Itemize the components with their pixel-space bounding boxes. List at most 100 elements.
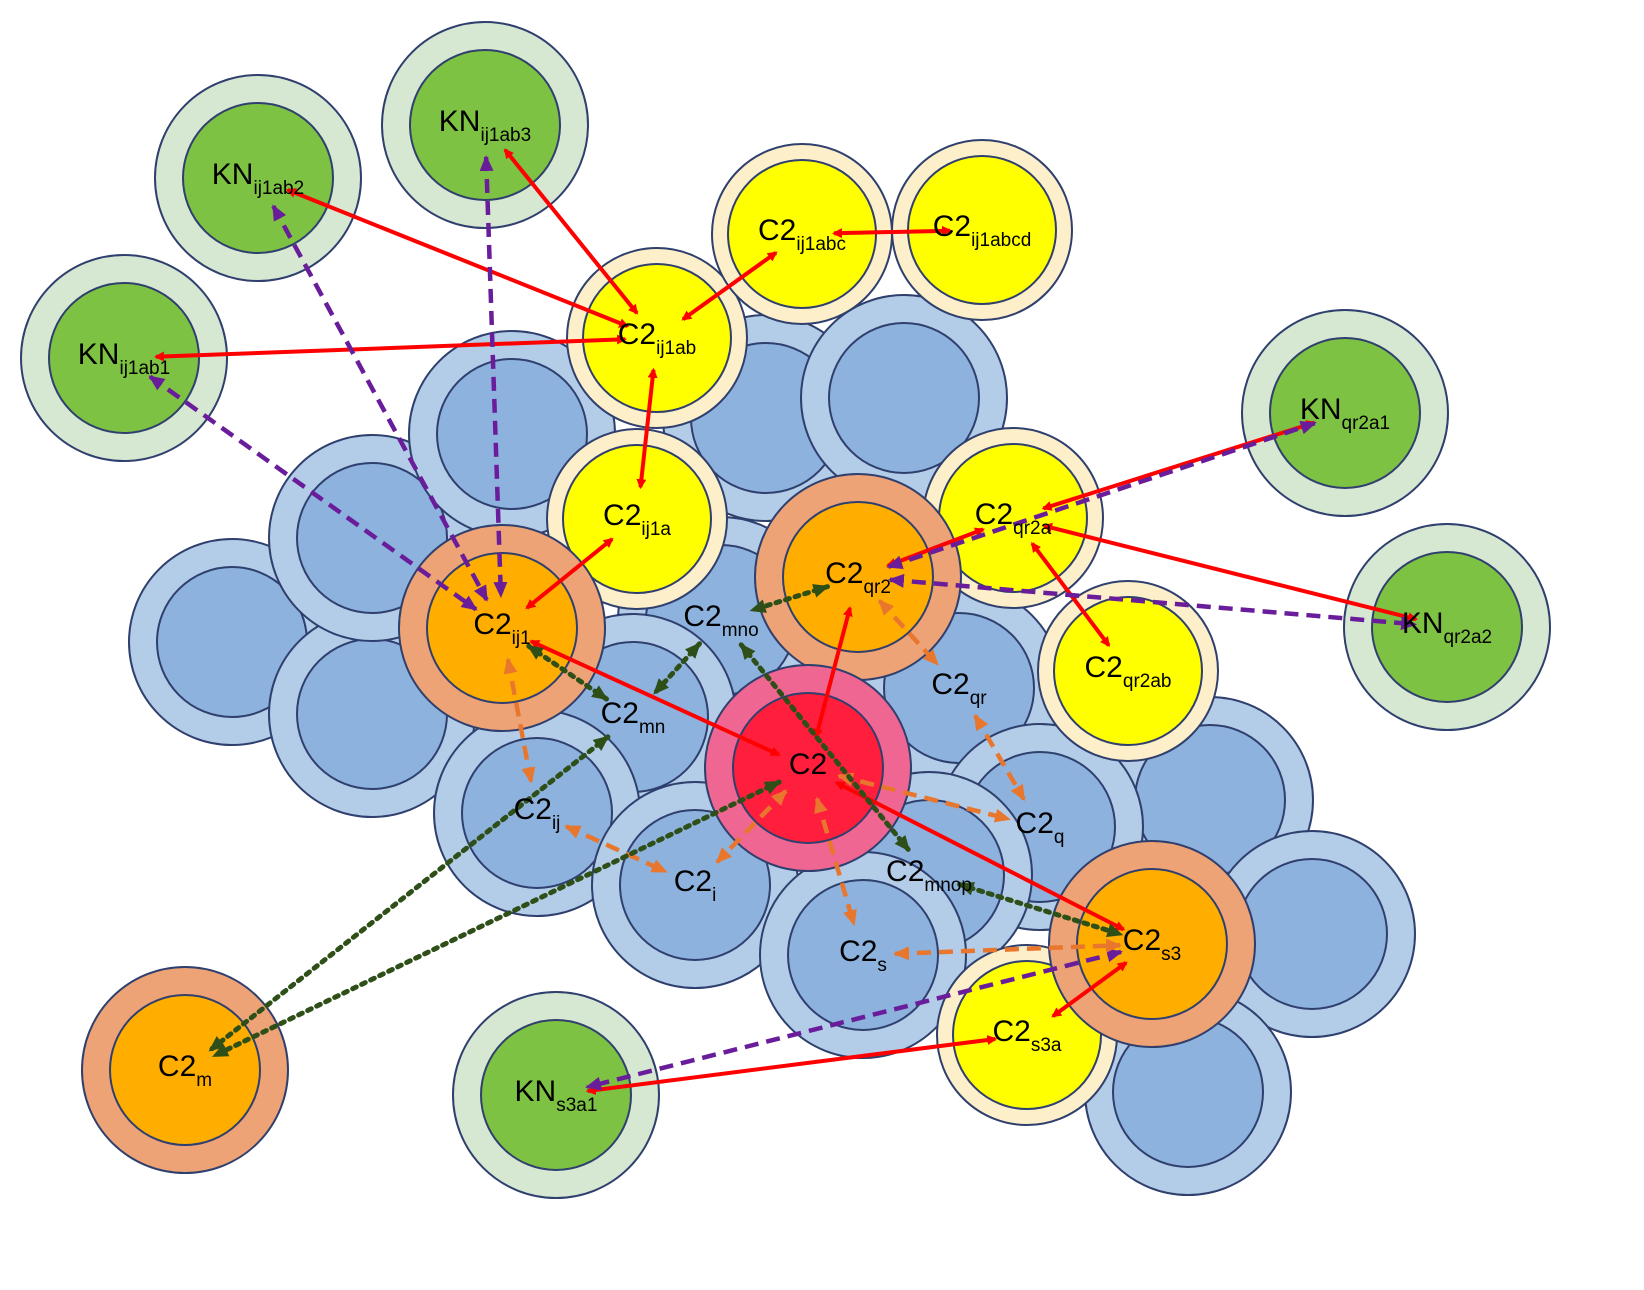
node-label-subscript: ij1: [512, 628, 531, 649]
edge-red-c2-ij1ab-to-c2-ij1abc: [681, 251, 778, 321]
node-labels: C2C2ij1C2qr2C2s3C2mC2ij1aC2ij1abC2ij1abc…: [78, 105, 1492, 1116]
node-label-c2-qr2: C2qr2: [825, 557, 891, 598]
background-cell-core: [1236, 858, 1388, 1010]
node-label-kn-ij1ab3: KNij1ab3: [439, 105, 531, 146]
edge-darkgreen-c2-to-c2-m: [211, 779, 782, 1059]
node-label-c2-ij1a: C2ij1a: [603, 499, 671, 540]
node-label-subscript: qr: [970, 688, 988, 709]
node-label-kn-qr2a2: KNqr2a2: [1402, 607, 1492, 648]
edge-darkgreen-c2-mno-to-c2-mn: [652, 641, 702, 696]
node-label-subscript: s: [877, 955, 887, 976]
edge-darkgreen-c2-qr2-to-c2-mno: [749, 584, 830, 613]
node-label-c2-s3: C2s3: [1123, 924, 1181, 965]
node-label-c2-mno: C2mno: [683, 600, 758, 641]
node-label-kn-ij1ab2: KNij1ab2: [212, 158, 304, 199]
node-label-base: KN: [212, 158, 254, 191]
node-label-base: KN: [1300, 393, 1342, 426]
edge-red-c2-ij1abc-to-c2-ij1abcd: [832, 225, 952, 239]
node-label-c2-ij1ab: C2ij1ab: [618, 318, 697, 359]
node-label-subscript: qr2a: [1013, 518, 1051, 539]
node-label-c2-ij1: C2ij1: [473, 608, 530, 649]
edge-darkgreen-c2-mnop-to-c2-s3: [957, 881, 1124, 938]
node-label-c2-qr: C2qr: [931, 668, 987, 709]
node-label-base: C2: [993, 1015, 1031, 1048]
node-label-kn-s3a1: KNs3a1: [515, 1075, 598, 1116]
node-label-base: KN: [515, 1075, 557, 1108]
node-label-c2-mn: C2mn: [601, 697, 666, 738]
edge-orange-c2-qr2-to-c2-qr: [877, 599, 940, 666]
node-label-subscript: ij1abc: [796, 234, 846, 255]
node-label-base: C2: [839, 935, 877, 968]
edge-darkgreen-c2-mn-to-c2-ij1: [526, 643, 609, 702]
node-label-subscript: s3a1: [556, 1095, 597, 1116]
node-label-subscript: qr2a2: [1444, 627, 1493, 648]
node-label-c2-ij1abc: C2ij1abc: [758, 214, 846, 255]
node-label-base: KN: [78, 338, 120, 371]
node-label-base: C2: [473, 608, 511, 641]
edge-purple-kn-ij1ab3-to-c2-ij1: [479, 155, 508, 598]
node-label-base: KN: [1402, 607, 1444, 640]
edge-red-c2-ij1a-to-c2-ij1: [525, 537, 614, 610]
node-label-base: C2: [1016, 807, 1054, 840]
node-label-subscript: i: [712, 885, 716, 906]
edge-red-kn-ij1ab3-to-c2-ij1ab: [503, 148, 639, 315]
node-label-base: C2: [933, 210, 971, 243]
node-label-base: C2: [674, 865, 712, 898]
node-label-subscript: s3a: [1031, 1035, 1062, 1056]
node-label-base: C2: [601, 697, 639, 730]
node-label-subscript: qr2ab: [1123, 671, 1172, 692]
node-label-c2-ij1abcd: C2ij1abcd: [933, 210, 1032, 251]
node-label-c2-m: C2m: [158, 1050, 212, 1091]
node-label-subscript: ij1a: [641, 519, 671, 540]
node-label-subscript: qr2: [863, 577, 890, 598]
node-label-c2-qr2ab: C2qr2ab: [1085, 651, 1172, 692]
node-label-base: C2: [886, 855, 924, 888]
node-label-subscript: ij1abcd: [971, 230, 1031, 251]
node-label-base: C2: [603, 499, 641, 532]
node-label-subscript: m: [196, 1070, 212, 1091]
node-label-base: C2: [931, 668, 969, 701]
node-label-subscript: mno: [722, 620, 759, 641]
node-label-kn-qr2a1: KNqr2a1: [1300, 393, 1390, 434]
node-label-base: C2: [1085, 651, 1123, 684]
node-label-c2-s3a: C2s3a: [993, 1015, 1062, 1056]
node-label-subscript: q: [1054, 827, 1065, 848]
node-c2-ij1abcd: [891, 139, 1073, 321]
node-label-base: C2: [789, 748, 827, 781]
node-label-base: C2: [514, 793, 552, 826]
node-label-base: C2: [825, 557, 863, 590]
node-label-subscript: s3: [1161, 944, 1181, 965]
node-label-subscript: ij1ab: [656, 338, 696, 359]
node-label-base: C2: [683, 600, 721, 633]
node-label-subscript: ij: [552, 813, 560, 834]
node-label-subscript: ij1ab2: [253, 178, 304, 199]
node-label-c2-s: C2s: [839, 935, 887, 976]
edges: [148, 148, 1418, 1095]
node-label-subscript: mnop: [924, 875, 972, 896]
node-label-base: C2: [618, 318, 656, 351]
edge-orange-c2-qr-to-c2-q: [973, 713, 1026, 802]
node-label-c2-i: C2i: [674, 865, 717, 906]
node-label-c2-q: C2q: [1016, 807, 1065, 848]
node-label-c2-ij: C2ij: [514, 793, 561, 834]
node-label-c2-qr2a: C2qr2a: [975, 498, 1052, 539]
node-label-base: C2: [1123, 924, 1161, 957]
edge-purple-kn-ij1ab2-to-c2-ij1: [271, 204, 489, 602]
edge-purple-c2-s3-to-kn-s3a1: [585, 948, 1123, 1091]
node-label-base: C2: [158, 1050, 196, 1083]
node-label-base: C2: [758, 214, 796, 247]
edge-darkgreen-c2-mno-to-c2-mnop: [738, 642, 912, 853]
node-label-subscript: qr2a1: [1342, 413, 1391, 434]
node-label-kn-ij1ab1: KNij1ab1: [78, 338, 170, 379]
node-label-c2-mnop: C2mnop: [886, 855, 972, 896]
edge-orange-c2-s-to-c2-s3: [893, 938, 1122, 961]
node-label-subscript: ij1ab3: [480, 125, 531, 146]
node-label-base: C2: [975, 498, 1013, 531]
node-label-base: KN: [439, 105, 481, 138]
node-label-c2: C2: [789, 748, 827, 781]
node-label-subscript: mn: [639, 717, 665, 738]
node-label-subscript: ij1ab1: [119, 358, 170, 379]
edge-red-c2-ij1ab-to-c2-ij1a: [636, 367, 658, 490]
edge-purple-c2-qr2-to-kn-qr2a1: [886, 421, 1317, 569]
